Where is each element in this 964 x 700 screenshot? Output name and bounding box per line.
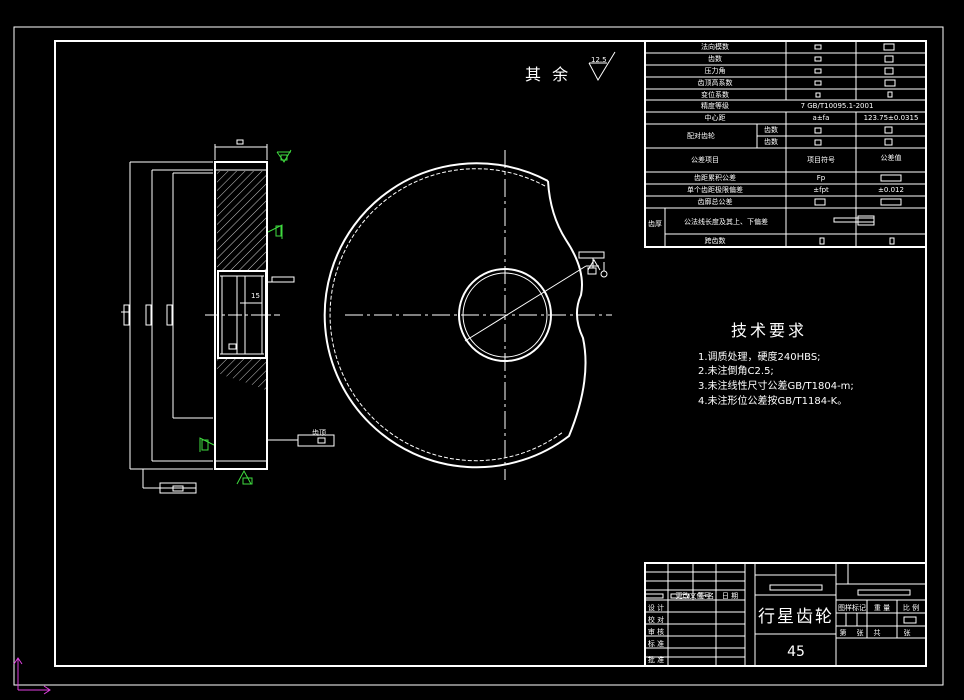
mating-sub: 齿数 xyxy=(764,137,778,146)
sheet-label: 第 xyxy=(840,628,847,637)
tol-header: 公差项目 xyxy=(691,155,719,164)
tol-label: 单个齿距极限偏差 xyxy=(687,185,743,194)
span-teeth-label: 跨齿数 xyxy=(705,236,726,245)
roughness-value: 12.5 xyxy=(591,56,607,64)
param-label: 齿数 xyxy=(708,54,722,63)
title-block xyxy=(644,562,927,667)
sheet-label: 张 xyxy=(904,628,911,637)
param-label: 变位系数 xyxy=(701,90,729,99)
front-view xyxy=(323,150,612,480)
param-label: 中心距 xyxy=(705,113,726,122)
requirement-item: 4.未注形位公差按GB/T1184-K。 xyxy=(698,394,847,407)
section-view xyxy=(121,139,335,494)
table-placeholder-boxes xyxy=(814,43,902,245)
tol-label: 齿距累积公差 xyxy=(694,173,736,182)
stage-label: 图样标记 xyxy=(838,603,866,612)
param-symbol: 7 GB/T10095.1-2001 xyxy=(801,102,874,110)
rest-roughness-note: 其 余 12.5 xyxy=(525,51,616,84)
mating-gear-label: 配对齿轮 xyxy=(687,131,715,140)
role-label: 校 对 xyxy=(648,615,664,624)
sheet-label: 共 xyxy=(874,628,881,637)
side-label: 齿厚 xyxy=(648,220,662,228)
ucs-icon xyxy=(13,657,51,695)
tol-symbol: ±fpt xyxy=(813,186,829,194)
tol-symbol: Fp xyxy=(817,174,826,182)
param-label: 压力角 xyxy=(705,66,726,75)
tol-value: ±0.012 xyxy=(878,186,904,194)
tol-label: 齿廓总公差 xyxy=(698,197,733,206)
rest-label: 其 余 xyxy=(525,65,571,84)
mating-sub: 齿数 xyxy=(764,125,778,134)
role-label: 设 计 xyxy=(648,603,664,612)
sheet-label: 张 xyxy=(857,628,864,637)
hub-dim-text: 15 xyxy=(251,292,260,300)
technical-requirements: 技术要求 1.调质处理，硬度240HBS; 2.未注倒角C2.5; 3.未注线性… xyxy=(698,321,854,407)
datum-symbol xyxy=(587,259,608,278)
part-name: 行星齿轮 xyxy=(758,607,834,627)
material: 45 xyxy=(787,644,805,660)
small-label: 更改文件号 xyxy=(676,591,711,600)
small-label: 日 期 xyxy=(722,592,738,600)
param-label: 齿顶高系数 xyxy=(698,78,733,87)
requirements-title: 技术要求 xyxy=(731,321,807,340)
param-label: 法向模数 xyxy=(701,42,729,51)
span-label: 公法线长度及其上、下偏差 xyxy=(684,217,768,226)
requirement-item: 3.未注线性尺寸公差GB/T1804-m; xyxy=(698,379,854,392)
tol-header: 项目符号 xyxy=(807,155,835,164)
roughness-markers xyxy=(199,149,292,485)
param-label: 精度等级 xyxy=(701,101,729,110)
role-label: 审 核 xyxy=(648,627,664,636)
param-symbol: a±fa xyxy=(813,114,830,122)
stage-label: 重 量 xyxy=(874,604,890,612)
stage-label: 比 例 xyxy=(903,603,919,612)
outer-frame xyxy=(13,26,944,686)
param-table-text: 法向模数 齿数 压力角 齿顶高系数 变位系数 精度等级 7 GB/T10095.… xyxy=(648,42,918,245)
param-value: 123.75±0.0315 xyxy=(864,114,919,122)
title-block-text: 设 计 校 对 审 核 标 准 批 准 更改文件号 签 名 日 期 行星齿轮 4… xyxy=(648,591,919,664)
datum-ref: 齿顶 xyxy=(312,429,326,437)
small-label: 签 名 xyxy=(698,591,714,600)
requirement-item: 2.未注倒角C2.5; xyxy=(698,364,774,377)
gear-parameter-table xyxy=(644,40,927,248)
roughness-symbol xyxy=(588,51,616,82)
role-label: 批 准 xyxy=(648,655,664,664)
requirement-item: 1.调质处理，硬度240HBS; xyxy=(698,350,821,363)
tol-header: 公差值 xyxy=(881,153,902,162)
inner-frame xyxy=(54,40,927,667)
role-label: 标 准 xyxy=(648,639,664,648)
